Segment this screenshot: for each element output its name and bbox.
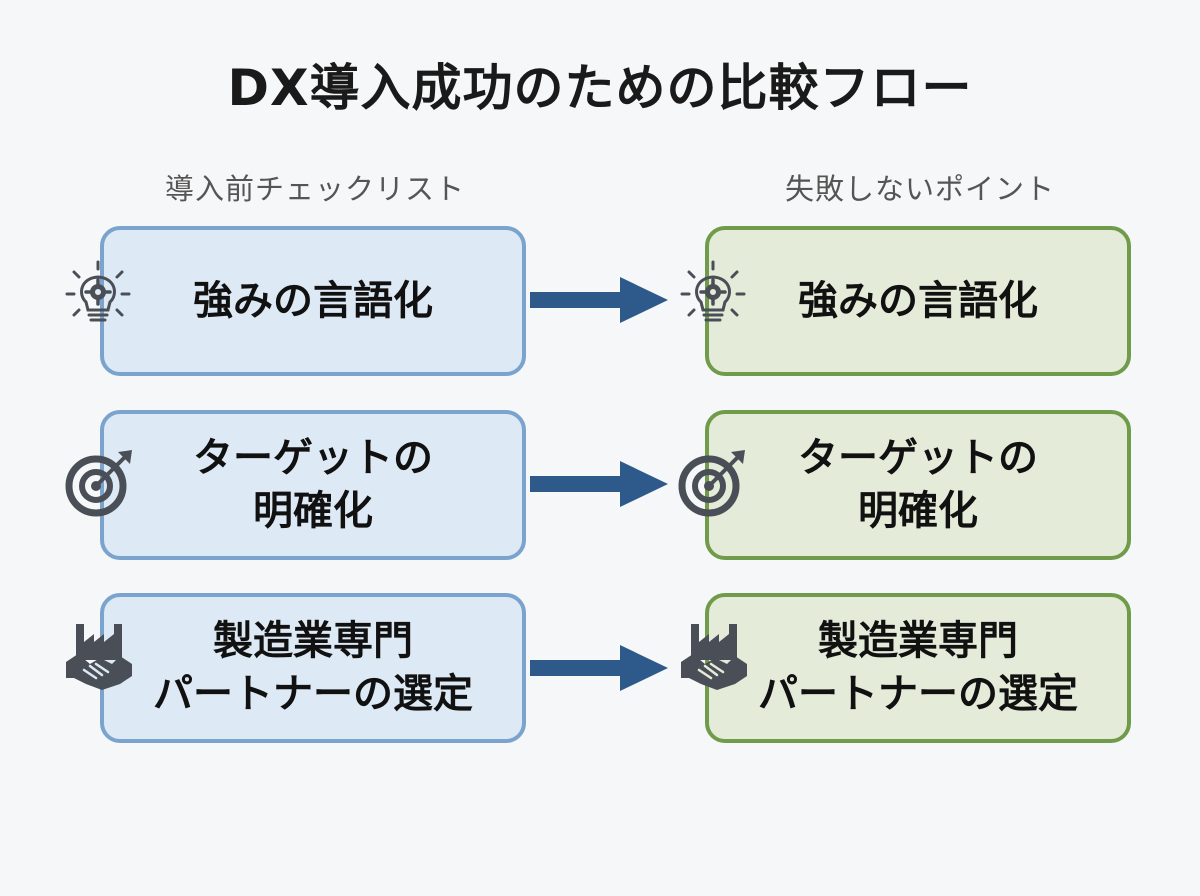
flow-arrow <box>530 275 670 325</box>
card-label: 製造業専門 パートナーの選定 <box>153 618 473 717</box>
point-card-strengths: 強みの言語化 <box>705 226 1131 376</box>
lightbulb-gear-icon <box>677 258 749 330</box>
point-card-target: ターゲットの 明確化 <box>705 410 1131 560</box>
checklist-card-strengths: 強みの言語化 <box>100 226 526 376</box>
card-label: 強みの言語化 <box>798 277 1038 324</box>
card-label: ターゲットの 明確化 <box>798 435 1038 534</box>
flow-arrow <box>530 459 670 509</box>
left-column-heading: 導入前チェックリスト <box>164 172 465 206</box>
flow-arrow <box>530 643 670 693</box>
lightbulb-gear-icon <box>62 258 134 330</box>
factory-handshake-icon <box>62 620 134 692</box>
point-card-partner: 製造業専門 パートナーの選定 <box>705 593 1131 743</box>
card-label: ターゲットの 明確化 <box>193 435 433 534</box>
card-label: 強みの言語化 <box>193 277 433 324</box>
card-label: 製造業専門 パートナーの選定 <box>758 618 1078 717</box>
right-column-heading: 失敗しないポイント <box>784 172 1055 206</box>
target-arrow-icon <box>677 446 749 518</box>
target-arrow-icon <box>64 446 136 518</box>
checklist-card-target: ターゲットの 明確化 <box>100 410 526 560</box>
checklist-card-partner: 製造業専門 パートナーの選定 <box>100 593 526 743</box>
diagram-title: DX導入成功のための比較フロー <box>227 59 973 117</box>
factory-handshake-icon <box>677 620 749 692</box>
